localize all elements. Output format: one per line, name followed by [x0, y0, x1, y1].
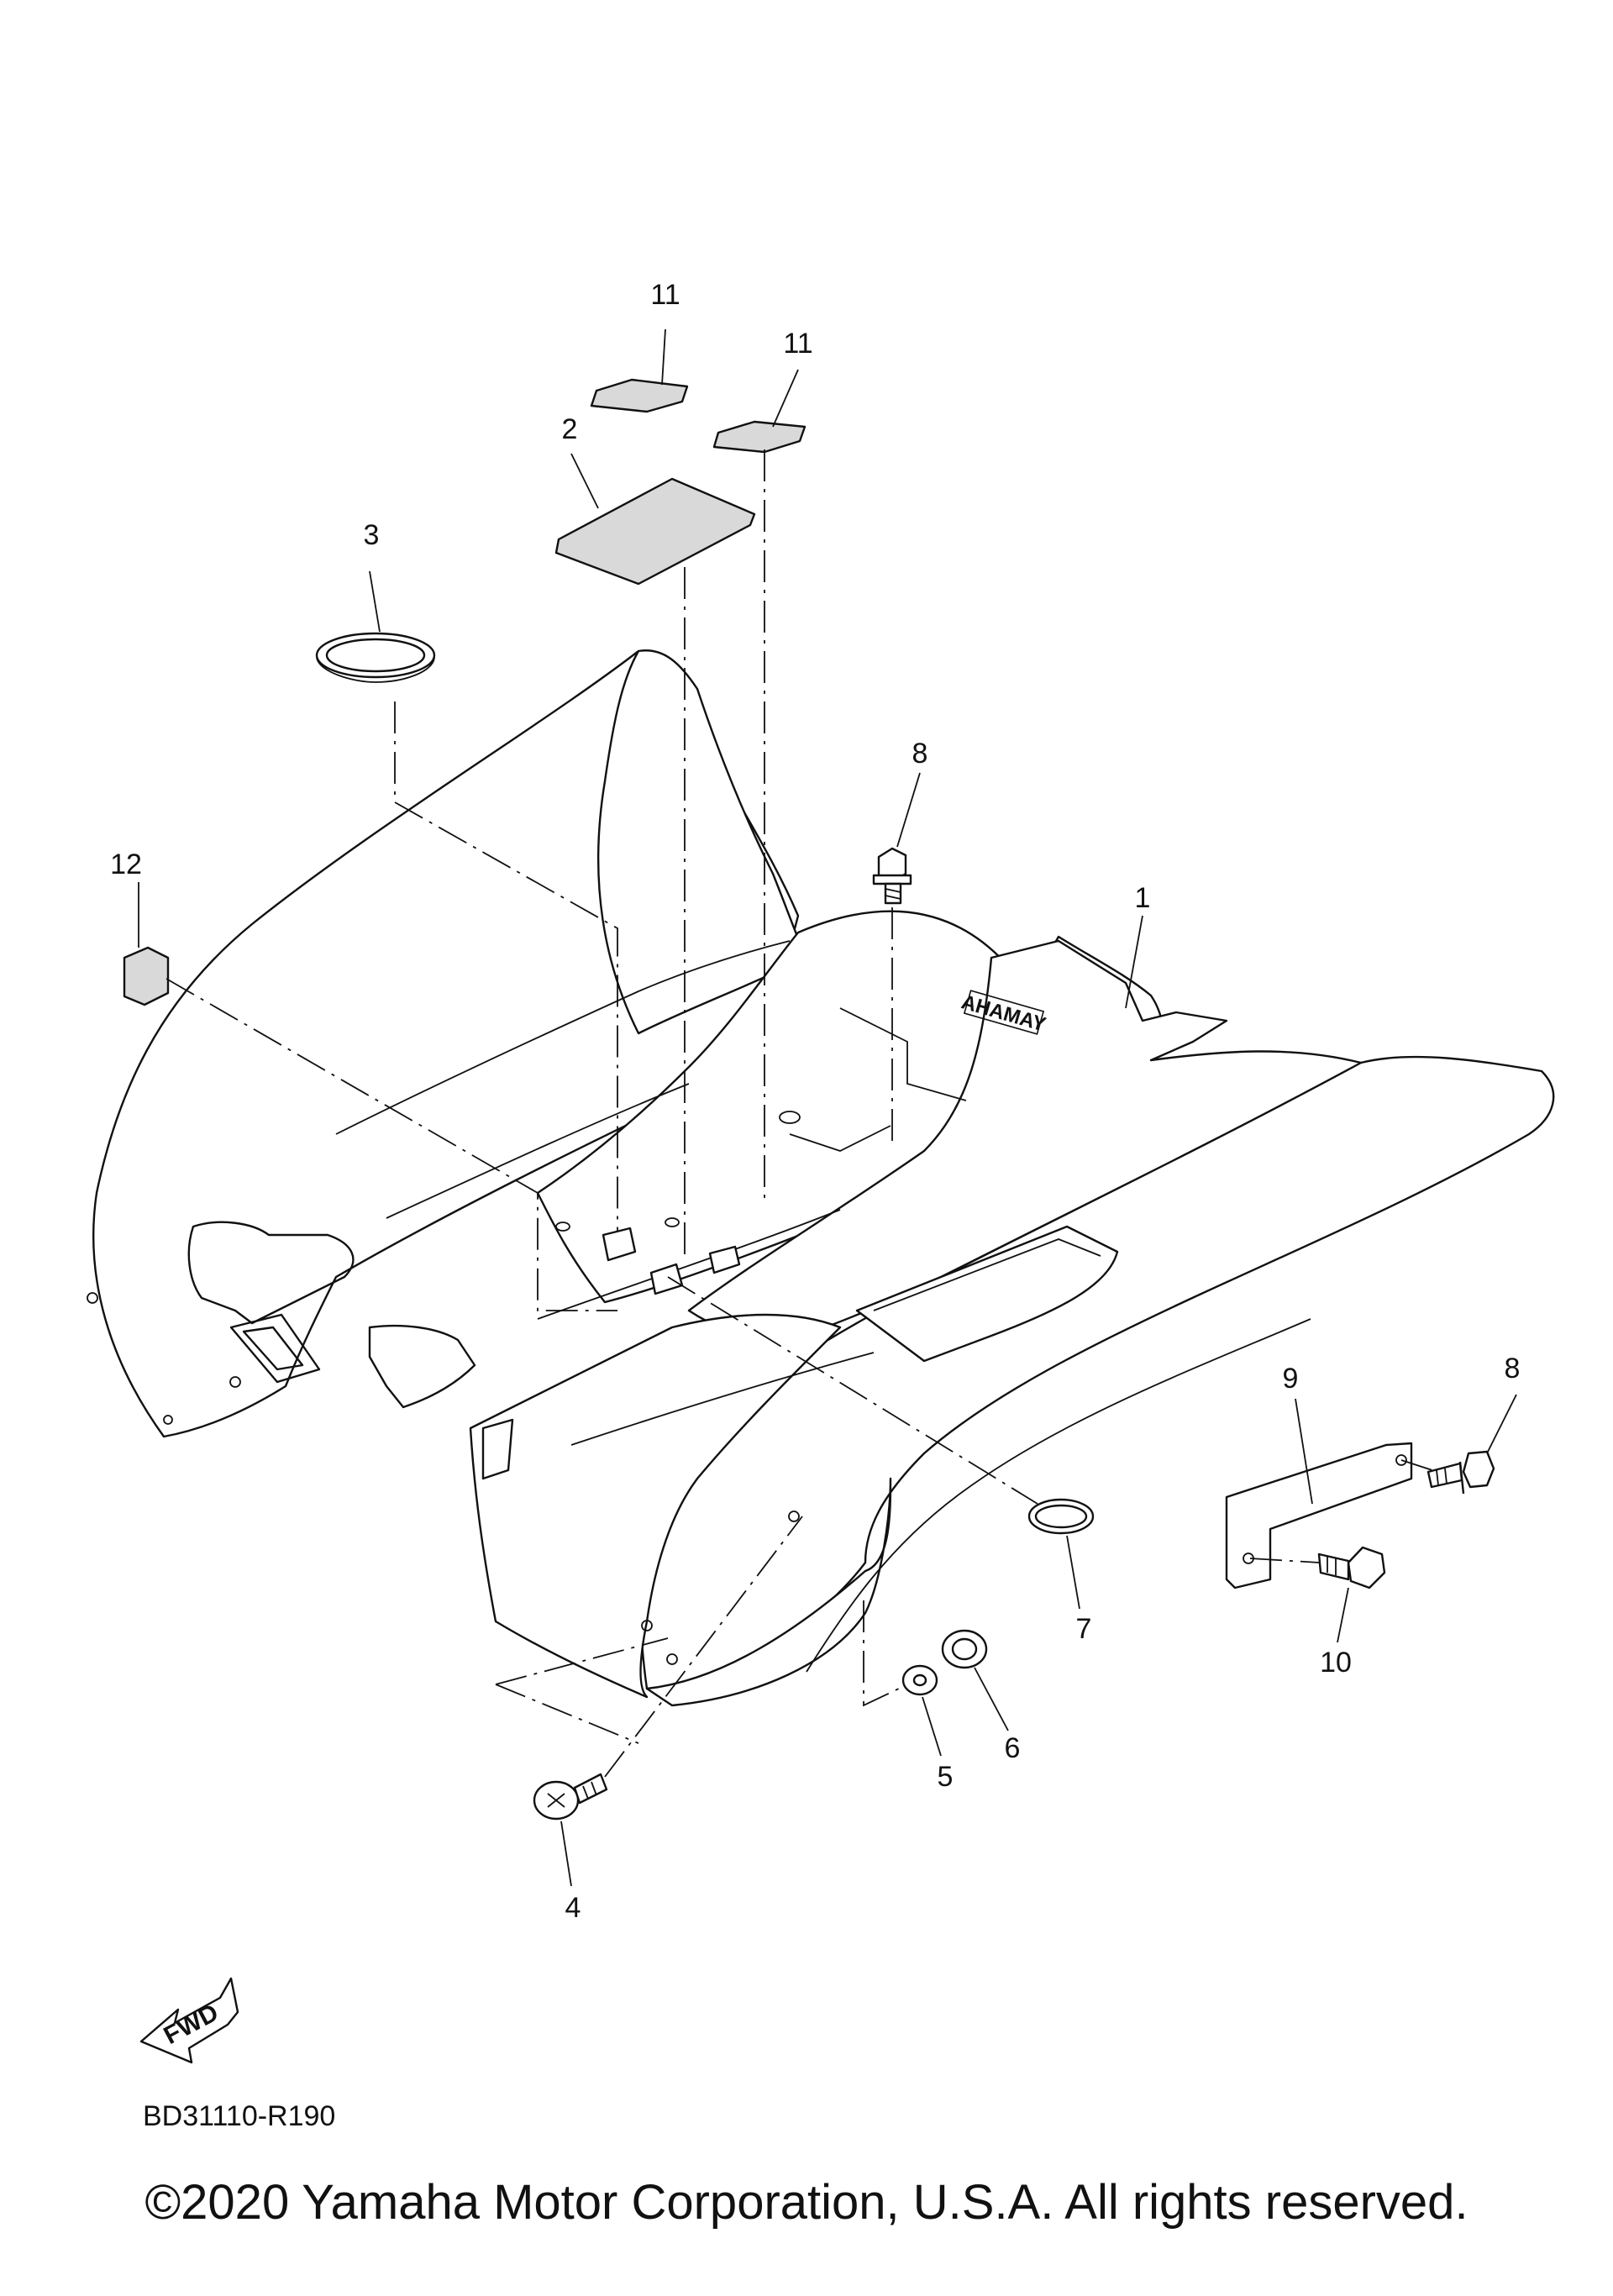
hood-hole-9: [163, 1415, 173, 1425]
leader-8-right: [1486, 1394, 1517, 1454]
hood-inner-line-5: [570, 1352, 875, 1446]
dashline-pad12: [166, 978, 617, 1311]
dashline-seal3: [394, 701, 618, 1231]
washer-5: [901, 1664, 938, 1696]
leader-5: [922, 1696, 942, 1757]
leader-2: [570, 453, 599, 509]
leader-7: [1066, 1535, 1080, 1610]
bolt-8-right: [1426, 1450, 1495, 1495]
callout-4: 4: [565, 1892, 581, 1924]
hood-hinge-bracket-left: [187, 1221, 355, 1325]
hood-inner-line-6: [789, 1125, 891, 1152]
leader-4: [560, 1821, 572, 1887]
callout-8-right: 8: [1505, 1353, 1521, 1384]
dashline-bolt8-right: [1400, 1459, 1433, 1471]
hood-inner-line-3: [537, 1209, 841, 1320]
callout-1: 1: [1135, 882, 1151, 914]
hood-storage-opening-inner: [873, 1238, 1101, 1311]
callout-6: 6: [1005, 1732, 1021, 1764]
callout-3: 3: [364, 519, 380, 551]
callout-10: 10: [1320, 1647, 1352, 1679]
callout-5: 5: [938, 1761, 954, 1793]
hood-clip-a: [602, 1227, 637, 1262]
hood-inner-line-4: [806, 1318, 1311, 1673]
hood-hole-1: [555, 1222, 570, 1232]
pad-11-left: [590, 378, 689, 413]
hood-hinge-bracket-right: [368, 1324, 476, 1409]
pad-11-right: [712, 420, 806, 454]
callout-12: 12: [110, 849, 142, 880]
leader-6: [974, 1667, 1009, 1731]
dashline-screw4: [604, 1516, 803, 1778]
hood-cover-assembly: YAMAHA: [87, 649, 1555, 1707]
diagram-code: BD31110-R190: [143, 2100, 335, 2132]
hood-hole-6: [788, 1511, 800, 1522]
leader-1: [1125, 915, 1143, 1009]
callout-11-right: 11: [783, 328, 812, 360]
pad-12: [123, 946, 170, 1006]
callout-2: 2: [562, 413, 578, 445]
hood-hole-3: [779, 1111, 801, 1124]
leader-3: [369, 570, 381, 633]
leader-9: [1295, 1398, 1313, 1505]
oring-7: [1027, 1498, 1095, 1535]
bolt-10: [1317, 1546, 1386, 1589]
dashline-washer: [863, 1600, 900, 1707]
callout-7: 7: [1076, 1613, 1092, 1645]
dashline-oring7: [667, 1276, 1038, 1505]
pad-2: [554, 477, 756, 586]
hood-hole-4: [641, 1620, 653, 1631]
grommet-6: [941, 1629, 988, 1669]
callout-11-left: 11: [650, 279, 680, 311]
leader-11b: [772, 369, 799, 428]
hood-front-hinge-tab: [481, 1418, 514, 1480]
callout-8-upper: 8: [912, 738, 928, 770]
hood-hole-5: [666, 1653, 678, 1665]
fwd-arrow-icon: FWD: [139, 1977, 239, 2064]
hood-lower-skirt: [469, 1313, 842, 1699]
seal-3: [315, 632, 436, 683]
bracket-9-hole-top: [1395, 1454, 1407, 1466]
leader-8-upper: [896, 772, 921, 848]
hood-inner-line-7: [839, 1007, 967, 1101]
dashline-bolt10: [1249, 1558, 1320, 1563]
hood-hole-2: [665, 1217, 680, 1227]
hood-hole-7: [87, 1292, 98, 1304]
bracket-9: [1225, 1442, 1413, 1589]
leader-10: [1337, 1587, 1349, 1643]
copyright-notice: ©2020 Yamaha Motor Corporation, U.S.A. A…: [144, 2175, 1469, 2230]
hood-latch-slot: [229, 1313, 321, 1384]
hood-inner-line-2: [386, 1083, 690, 1219]
screw-4: [533, 1773, 608, 1821]
hood-inner-line-1: [335, 940, 791, 1135]
bolt-8-upper: [872, 847, 912, 905]
hood-storage-opening: [855, 1225, 1119, 1363]
hood-front-flap: [645, 1477, 892, 1707]
hood-clip-c: [708, 1245, 741, 1274]
leader-11a: [661, 328, 666, 386]
dashline-screw4-base: [495, 1637, 669, 1744]
hood-hole-8: [229, 1376, 241, 1388]
callout-9: 9: [1283, 1363, 1299, 1395]
